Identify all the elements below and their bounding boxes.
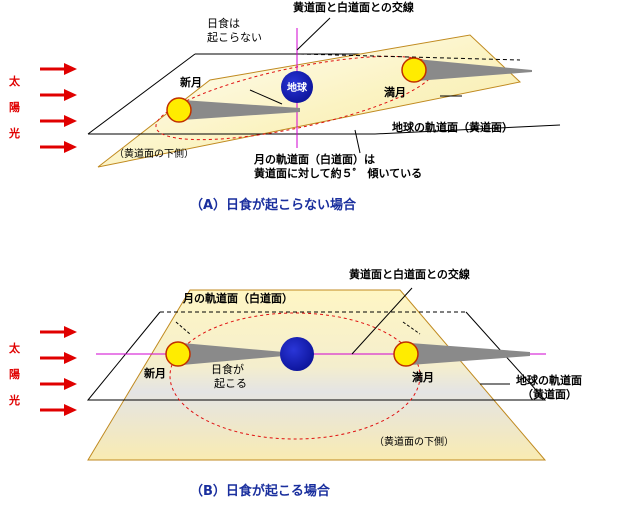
earth-label: 地球	[287, 81, 308, 94]
sun-arrow-icon	[40, 89, 77, 101]
full-moon-label: 満月	[412, 370, 434, 384]
full-moon-shadow	[410, 343, 530, 365]
diagram-b: 太 陽 光 月の軌道面（白道面） 黄道面と白道面との交線 新月 満月 日食が 起…	[8, 267, 582, 499]
new-moon-shadow	[182, 100, 300, 120]
sunlight-label-char: 光	[8, 126, 20, 140]
intersection-label: 黄道面と白道面との交線	[293, 0, 414, 14]
full-moon-icon	[393, 341, 419, 367]
sunlight-label-char: 陽	[9, 367, 20, 381]
moon-orbit-ellipse	[169, 312, 421, 440]
ecliptic-label: 地球の軌道面（黄道面）	[392, 120, 513, 134]
full-moon-icon	[401, 57, 427, 83]
leader-line	[351, 287, 413, 355]
new-moon-shadow	[182, 343, 284, 365]
new-moon-icon	[165, 341, 191, 367]
sun-arrow-icon	[40, 326, 77, 338]
ecliptic-plane-left-edge	[87, 53, 196, 135]
eclipse-label: 起こる	[214, 377, 247, 390]
earth-icon	[280, 337, 314, 371]
tilt-note: 月の軌道面（白道面）は	[253, 152, 375, 166]
earth-icon	[281, 71, 313, 103]
caption-b: （B）日食が起こる場合	[190, 483, 331, 499]
sun-arrow-icon	[40, 63, 77, 75]
sun-arrow-icon	[40, 115, 77, 127]
sunlight-arrows-a	[40, 63, 77, 153]
tilt-note: 黄道面に対して約５゜ 傾いている	[254, 166, 422, 180]
full-moon-label: 満月	[384, 85, 406, 99]
below-ecliptic-label: （黄道面の下側）	[114, 147, 194, 160]
moon-orbit-plane	[97, 34, 522, 168]
sunlight-label-char: 光	[8, 393, 20, 407]
no-eclipse-label: 日食は	[207, 16, 240, 30]
leader-line	[249, 89, 283, 105]
sunlight-arrows-b	[40, 326, 77, 416]
moon-orbit-plane	[87, 289, 547, 461]
full-moon-shadow	[416, 59, 532, 81]
leader-line	[354, 129, 361, 154]
sunlight-label-char: 陽	[9, 100, 20, 114]
sun-arrow-icon	[40, 404, 77, 416]
new-moon-label: 新月	[180, 75, 202, 89]
caption-a: （A）日食が起こらない場合	[190, 197, 357, 213]
leader-line	[175, 321, 191, 335]
sunlight-label-char: 太	[8, 74, 21, 88]
ecliptic-plane-front-edge-right	[374, 124, 561, 135]
no-eclipse-label: 起こらない	[207, 31, 262, 44]
sun-arrow-icon	[40, 141, 77, 153]
ecliptic-label: （黄道面）	[522, 387, 577, 401]
sun-arrow-icon	[40, 352, 77, 364]
leader-line	[402, 321, 421, 335]
diagram-a: 太 陽 光 地球 黄道面と白道面との交線 日食は	[8, 0, 561, 213]
moon-orbit-label: 月の軌道面（白道面）	[182, 291, 293, 305]
ecliptic-hidden-edge	[299, 53, 521, 61]
sun-arrow-icon	[40, 378, 77, 390]
sunlight-label-char: 太	[8, 341, 21, 355]
ecliptic-label: 地球の軌道面	[516, 373, 582, 387]
leader-line	[296, 17, 331, 51]
below-ecliptic-label: （黄道面の下側）	[374, 435, 454, 448]
eclipse-label: 日食が	[211, 362, 244, 376]
intersection-label: 黄道面と白道面との交線	[349, 267, 470, 281]
new-moon-label: 新月	[144, 366, 166, 380]
new-moon-icon	[166, 97, 192, 123]
